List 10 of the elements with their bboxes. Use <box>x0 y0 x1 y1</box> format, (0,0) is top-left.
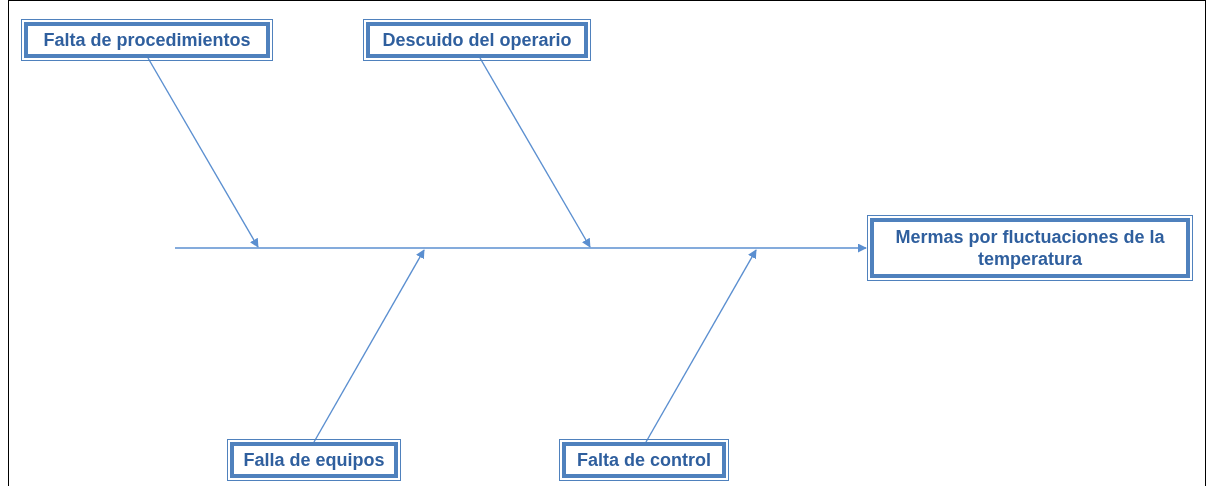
arrow <box>174 243 867 253</box>
cause-box: Falta de control <box>562 442 726 478</box>
effect-box: Mermas por fluctuaciones de la temperatura <box>870 218 1190 278</box>
cause-box: Falla de equipos <box>230 442 398 478</box>
cause-box: Descuido del operario <box>366 22 588 58</box>
arrow <box>645 249 757 443</box>
arrow <box>313 249 425 443</box>
arrow <box>147 57 259 248</box>
cause-box: Falta de procedimientos <box>24 22 270 58</box>
arrow <box>479 57 591 248</box>
